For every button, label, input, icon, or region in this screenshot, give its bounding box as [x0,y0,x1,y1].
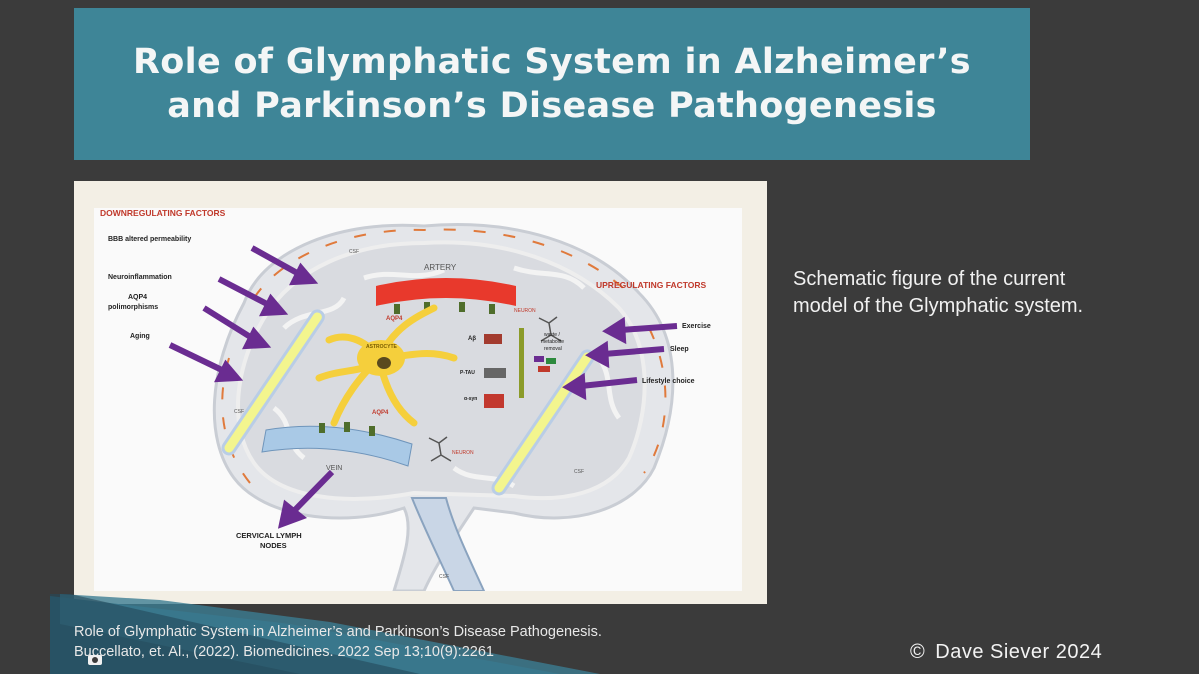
abeta-label: Aβ [468,336,476,342]
artery-vessel [376,278,516,306]
glymphatic-figure: ARTERY VEIN AQP4 AQP4 ASTROCYTE NEURON N… [94,208,742,591]
vein-vessel [261,425,413,467]
neuron-bottom-label: NEURON [452,450,474,456]
waste-label: waste / [544,332,560,338]
down-item-aging: Aging [130,333,150,340]
copyright: © Dave Siever 2024 [910,641,1102,664]
neuron-top-label: NEURON [514,308,536,314]
csf-label-2: CSF [234,409,244,415]
cervical-label-2: NODES [260,541,287,550]
up-item-exercise: Exercise [682,323,711,330]
downregulating-title: DOWNREGULATING FACTORS [100,208,226,218]
neuron-bottom [428,436,452,462]
astrocyte [315,304,458,427]
aqp4-top-label: AQP4 [386,316,403,322]
artery-label: ARTERY [424,263,457,272]
copyright-text: Dave Siever 2024 [935,641,1103,663]
citation-line-1: Role of Glymphatic System in Alzheimer’s… [74,624,602,640]
neuron-top [538,316,562,342]
aqp4-bottom-label: AQP4 [372,410,389,416]
csf-label-3: CSF [574,469,584,475]
citation-line-2: Buccellato, et. Al., (2022). Biomedicine… [74,644,494,660]
waste-label-3: removal [544,346,562,352]
figure-frame: ARTERY VEIN AQP4 AQP4 ASTROCYTE NEURON N… [74,181,767,604]
brainstem [410,497,486,591]
glymphatic-diagram: ARTERY VEIN AQP4 AQP4 ASTROCYTE NEURON N… [100,208,711,591]
slide-title: Role of Glymphatic System in Alzheimer’s… [133,42,971,126]
video-camera-icon[interactable] [88,654,102,666]
cervical-arrow [277,469,335,529]
up-item-lifestyle: Lifestyle choice [642,378,695,385]
left-csf-channel [221,309,325,456]
cervical-label-1: CERVICAL LYMPH [236,531,302,540]
upregulating-title: UPREGULATING FACTORS [596,280,707,290]
down-item-bbb: BBB altered permeability [108,236,191,243]
csf-label-1: CSF [349,249,359,255]
downregulating-arrows [168,245,319,383]
figure-caption: Schematic figure of the current model of… [793,268,1084,317]
csf-label-4: CSF [439,574,449,580]
vein-label: VEIN [326,465,342,472]
footer-decoration [50,594,600,674]
asyn-label: α-syn [464,396,477,402]
citation: Role of Glymphatic System in Alzheimer’s… [74,622,774,662]
waste-label-2: metabolite [541,339,564,345]
title-banner: Role of Glymphatic System in Alzheimer’s… [74,8,1030,160]
astrocyte-label: ASTROCYTE [366,344,398,350]
upregulating-arrows [562,316,678,401]
copyright-symbol: © [910,641,926,663]
down-item-polimorphisms: polimorphisms [108,304,158,311]
down-item-neuroinflammation: Neuroinflammation [108,274,172,281]
up-item-sleep: Sleep [670,346,689,353]
ptau-label: P-TAU [460,370,475,376]
down-item-aqp4: AQP4 [128,294,147,301]
